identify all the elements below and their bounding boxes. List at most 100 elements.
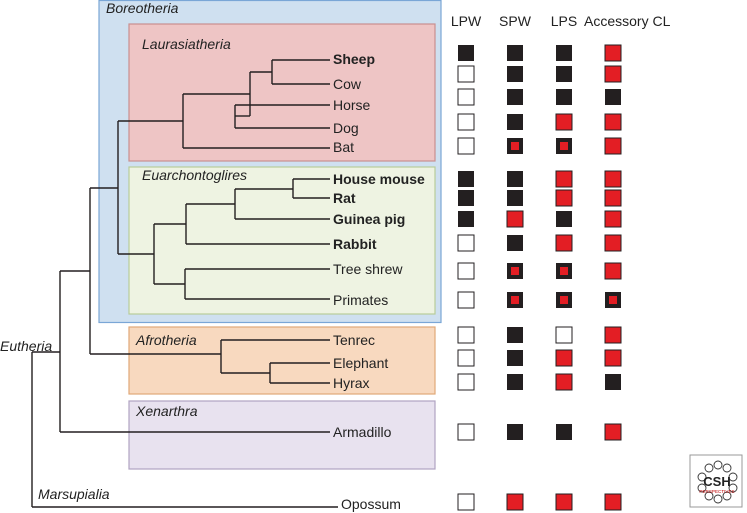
trait-marker: [555, 189, 573, 207]
taxon-label: Elephant: [333, 355, 388, 371]
euarchontoglires-box: [128, 166, 436, 315]
taxon-label: Rabbit: [333, 236, 377, 252]
trait-marker: [604, 262, 622, 280]
trait-marker: [556, 424, 572, 440]
laurasiatheria-box: [128, 23, 436, 162]
trait-marker: [604, 113, 622, 131]
trait-marker: [555, 234, 573, 252]
trait-marker-inner: [560, 267, 568, 275]
trait-marker-inner: [511, 142, 519, 150]
trait-marker: [458, 211, 474, 227]
trait-marker: [457, 373, 475, 391]
taxon-label: Sheep: [333, 51, 375, 67]
trait-marker: [507, 235, 523, 251]
trait-marker: [457, 493, 475, 511]
trait-marker: [604, 137, 622, 155]
column-header-accessory-cl: Accessory CL: [584, 13, 671, 29]
taxon-label: House mouse: [333, 171, 425, 187]
taxon-labels: Sheep Cow Horse Dog Bat House mouse Rat …: [333, 51, 425, 512]
trait-marker: [458, 171, 474, 187]
taxon-label: Tenrec: [333, 332, 375, 348]
trait-marker: [507, 374, 523, 390]
trait-marker: [604, 493, 622, 511]
trait-marker: [604, 189, 622, 207]
trait-marker-inner: [609, 296, 617, 304]
trait-marker-grid: [457, 44, 622, 511]
trait-marker-inner: [511, 267, 519, 275]
trait-marker: [555, 170, 573, 188]
xenarthra-box: [128, 400, 436, 470]
trait-marker: [457, 262, 475, 280]
trait-marker: [457, 423, 475, 441]
trait-marker-inner: [511, 296, 519, 304]
column-header-spw: SPW: [499, 13, 532, 29]
trait-marker: [556, 45, 572, 61]
trait-marker: [506, 210, 524, 228]
trait-marker: [507, 424, 523, 440]
trait-marker: [555, 113, 573, 131]
trait-marker: [458, 190, 474, 206]
logo-text-csh: CSH: [703, 474, 730, 489]
trait-marker: [604, 326, 622, 344]
taxon-label: Tree shrew: [333, 261, 403, 277]
trait-marker: [604, 210, 622, 228]
taxon-label: Armadillo: [333, 424, 392, 440]
trait-marker: [458, 45, 474, 61]
group-label-laurasiatheria: Laurasiatheria: [142, 36, 231, 52]
trait-marker: [555, 373, 573, 391]
column-header-lps: LPS: [551, 13, 577, 29]
column-header-lpw: LPW: [451, 13, 482, 29]
trait-marker: [507, 350, 523, 366]
group-label-euarchontoglires: Euarchontoglires: [142, 167, 247, 183]
group-label-marsupialia: Marsupialia: [38, 486, 110, 502]
trait-marker: [507, 190, 523, 206]
taxon-label: Dog: [333, 120, 359, 136]
trait-marker: [604, 234, 622, 252]
trait-marker: [507, 327, 523, 343]
group-label-boreotheria: Boreotheria: [106, 0, 179, 16]
group-label-afrotheria: Afrotheria: [135, 332, 197, 348]
taxon-label: Bat: [333, 139, 354, 155]
trait-marker: [457, 234, 475, 252]
trait-marker: [457, 65, 475, 83]
trait-marker: [556, 89, 572, 105]
taxon-label: Cow: [333, 76, 362, 92]
trait-marker: [556, 66, 572, 82]
trait-marker: [506, 493, 524, 511]
trait-marker: [604, 423, 622, 441]
trait-marker: [457, 291, 475, 309]
trait-marker: [604, 44, 622, 62]
trait-marker: [507, 45, 523, 61]
trait-marker: [507, 114, 523, 130]
trait-marker: [507, 89, 523, 105]
trait-marker: [457, 349, 475, 367]
trait-marker: [507, 66, 523, 82]
column-headers: LPW SPW LPS Accessory CL: [451, 13, 671, 29]
trait-marker: [555, 493, 573, 511]
trait-marker: [457, 326, 475, 344]
logo-text-perspectives: PERSPECTIVES: [699, 489, 734, 494]
trait-marker: [457, 113, 475, 131]
trait-marker-inner: [560, 142, 568, 150]
csh-perspectives-logo: CSH PERSPECTIVES: [689, 454, 743, 508]
trait-marker: [555, 326, 573, 344]
taxon-label: Primates: [333, 292, 388, 308]
trait-marker: [605, 89, 621, 105]
trait-marker: [457, 88, 475, 106]
trait-marker: [555, 349, 573, 367]
taxon-label: Horse: [333, 97, 371, 113]
group-label-eutheria: Eutheria: [0, 338, 52, 354]
trait-marker: [604, 65, 622, 83]
trait-marker: [457, 137, 475, 155]
taxon-label: Guinea pig: [333, 211, 405, 227]
trait-marker-inner: [560, 296, 568, 304]
trait-marker: [604, 349, 622, 367]
group-label-xenarthra: Xenarthra: [135, 403, 198, 419]
trait-marker: [604, 170, 622, 188]
trait-marker: [507, 171, 523, 187]
phylogenetic-tree: [31, 59, 338, 508]
taxon-label: Rat: [333, 190, 356, 206]
taxon-label: Opossum: [341, 496, 401, 512]
taxon-label: Hyrax: [333, 375, 370, 391]
